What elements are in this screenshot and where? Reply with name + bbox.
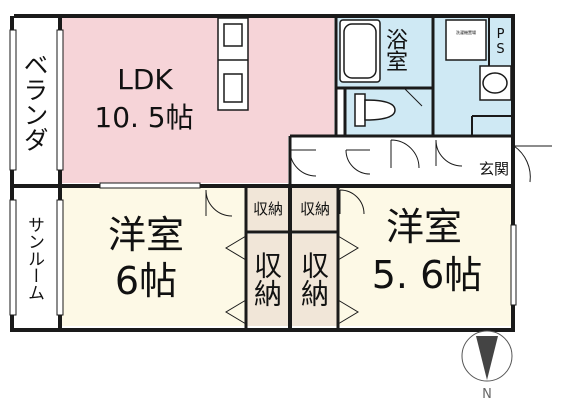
western-left-size: 6帖	[114, 259, 178, 303]
western-left-name: 洋室	[107, 213, 184, 257]
ps-label: PS	[493, 27, 508, 57]
ldk-name: LDK	[117, 63, 173, 96]
washing-machine-space	[445, 19, 487, 61]
storage-small-left-label: 収納	[252, 200, 283, 218]
ldk-size: 10. 5帖	[94, 101, 194, 134]
compass-north-label: N	[482, 387, 492, 402]
toilet	[354, 93, 396, 127]
storage-tall-left-label: 収納	[250, 251, 283, 307]
western-left-area	[60, 188, 246, 326]
doors	[205, 87, 552, 325]
compass-icon	[461, 330, 513, 382]
storage-tall-left-area	[246, 234, 290, 326]
storage-small-right-label: 収納	[299, 200, 330, 218]
genkan-label: 玄関	[478, 160, 509, 178]
storage-small-left-area	[246, 188, 290, 232]
washer-label: 洗濯機置場	[456, 30, 476, 35]
kitchen-counter	[217, 17, 249, 111]
sunroom-label: サンルーム	[24, 215, 44, 301]
western-right-area	[338, 188, 513, 326]
western-right-name: 洋室	[385, 205, 462, 249]
veranda-area	[14, 16, 60, 183]
veranda-label: ベランダ	[20, 52, 49, 152]
sunroom-area	[14, 188, 60, 326]
storage-tall-right-label: 収納	[297, 251, 330, 307]
washbasin	[479, 65, 512, 101]
bathtub	[339, 19, 381, 83]
bath-label: 浴室	[382, 28, 407, 72]
western-right-size: 5. 6帖	[371, 253, 483, 297]
storage-small-right-area	[292, 188, 338, 232]
hall-area	[288, 136, 513, 186]
windows	[9, 29, 517, 316]
storage-tall-right-area	[292, 234, 338, 326]
